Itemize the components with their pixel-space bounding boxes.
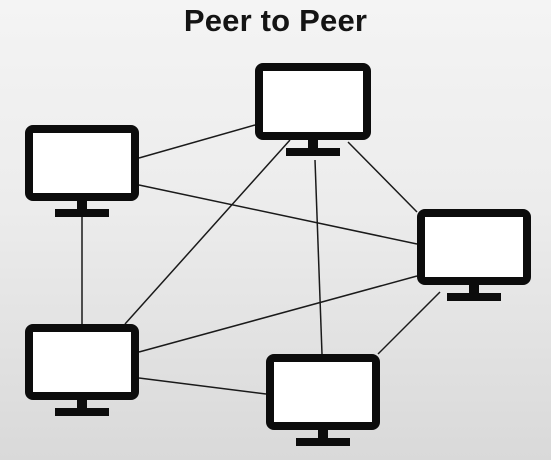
- link-top-center-to-bottom-left: [124, 139, 291, 325]
- links-layer: [81, 124, 441, 395]
- monitor-base: [296, 438, 350, 446]
- monitor-neck: [469, 285, 479, 293]
- diagram-title: Peer to Peer: [183, 3, 368, 38]
- link-bottom-left-to-right: [138, 275, 418, 353]
- monitor-base: [447, 293, 501, 301]
- monitor-icon-top-left: [25, 125, 139, 217]
- link-right-to-bottom-center: [377, 291, 441, 355]
- link-top-left-to-top-center: [138, 124, 256, 159]
- monitor-neck: [318, 430, 328, 438]
- monitor-base: [55, 408, 109, 416]
- monitors-layer: [25, 63, 531, 446]
- link-top-center-to-bottom-center: [314, 159, 323, 355]
- monitor-base: [55, 209, 109, 217]
- link-bottom-left-to-bottom-center: [138, 377, 267, 395]
- monitor-neck: [308, 140, 318, 148]
- monitor-icon-top-center: [255, 63, 371, 156]
- monitor-screen: [25, 125, 139, 201]
- monitor-screen: [417, 209, 531, 285]
- monitor-neck: [77, 400, 87, 408]
- monitor-icon-bottom-center: [266, 354, 380, 446]
- monitor-screen: [255, 63, 371, 140]
- monitor-base: [286, 148, 340, 156]
- monitor-neck: [77, 201, 87, 209]
- link-top-center-to-right: [347, 141, 418, 213]
- monitor-screen: [25, 324, 139, 400]
- link-top-left-to-right: [138, 184, 418, 245]
- monitor-icon-bottom-left: [25, 324, 139, 416]
- monitor-icon-right: [417, 209, 531, 301]
- monitor-screen: [266, 354, 380, 430]
